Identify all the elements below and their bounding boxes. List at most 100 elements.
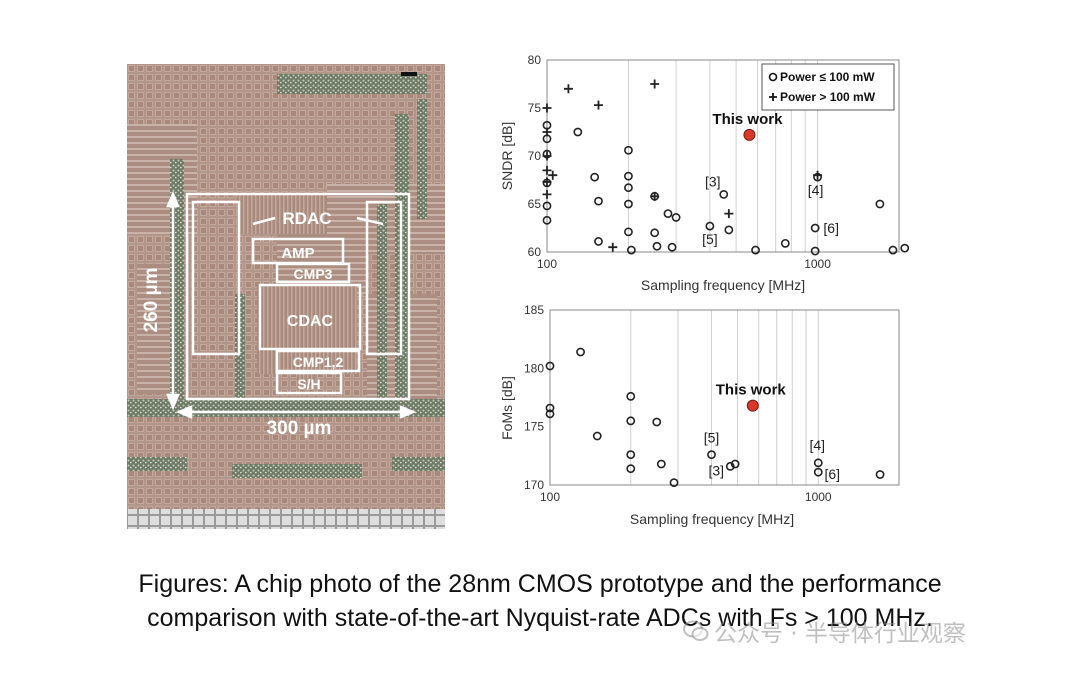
sndr-point-plus xyxy=(542,189,552,199)
foms-point-circle xyxy=(545,403,555,413)
sndr-point-circle xyxy=(705,221,715,231)
chip-height-label: 260 µm xyxy=(141,268,162,333)
chip-label-sh: S/H xyxy=(297,376,320,392)
sndr-point-circle xyxy=(751,245,760,255)
sndr-point-circle xyxy=(810,246,820,256)
sndr-point-circle xyxy=(724,225,734,235)
sndr-reference-label: [5] xyxy=(702,231,718,247)
sndr-reference-label: [4] xyxy=(808,182,824,198)
foms-point-circle xyxy=(576,347,585,357)
sndr-point-circle xyxy=(652,241,662,251)
figure-caption-line-1: Figures: A chip photo of the 28nm CMOS p… xyxy=(138,570,942,598)
sndr-this-work-marker xyxy=(743,128,756,141)
watermark-text: 公众号 · 半导体行业观察 xyxy=(714,621,966,647)
sndr-point-plus xyxy=(813,170,823,180)
foms-y-tick-label: 170 xyxy=(524,478,544,492)
sndr-point-circle xyxy=(888,245,898,255)
chip-label-rdac: RDAC xyxy=(282,209,331,228)
sndr-x-axis-label: Sampling frequency [MHz] xyxy=(641,277,805,293)
foms-y-tick-label: 180 xyxy=(524,361,544,375)
foms-y-tick-label: 175 xyxy=(524,420,544,434)
sndr-point-circle xyxy=(542,215,552,225)
chip-label-cmp3: CMP3 xyxy=(294,266,333,282)
foms-point-circle xyxy=(592,431,602,441)
sndr-point-circle xyxy=(594,196,603,206)
foms-point-circle xyxy=(730,459,740,469)
foms-this-work-marker xyxy=(746,399,759,412)
foms-point-circle xyxy=(652,417,662,427)
sndr-point-plus xyxy=(542,177,552,187)
foms-reference-label: [3] xyxy=(709,462,725,478)
wechat-icon xyxy=(683,620,709,641)
foms-point-circle xyxy=(813,458,823,468)
sndr-point-plus xyxy=(650,79,660,89)
legend-plus-marker xyxy=(769,93,777,101)
foms-point-circle xyxy=(626,391,636,401)
sndr-point-circle xyxy=(810,223,820,233)
sndr-point-plus xyxy=(542,127,552,137)
sndr-point-plus xyxy=(563,84,573,94)
foms-reference-label: [4] xyxy=(809,437,825,453)
foms-y-axis-label: FoMs [dB] xyxy=(499,376,515,440)
sndr-point-circle xyxy=(650,228,660,238)
sndr-point-circle xyxy=(663,209,673,218)
foms-y-tick-label: 185 xyxy=(524,303,544,317)
sndr-point-plus xyxy=(650,191,660,201)
foms-point-circle xyxy=(707,450,716,460)
sndr-point-circle xyxy=(573,127,583,137)
foms-point-circle xyxy=(669,478,679,488)
sndr-point-circle xyxy=(624,171,633,181)
sndr-y-tick-label: 60 xyxy=(528,245,542,259)
sndr-y-tick-label: 80 xyxy=(528,53,542,67)
sndr-point-circle xyxy=(624,145,633,155)
foms-point-circle xyxy=(626,416,636,426)
sndr-point-circle xyxy=(590,172,600,182)
sndr-this-work-label: This work xyxy=(712,111,783,128)
sndr-point-circle xyxy=(594,237,603,246)
sndr-y-axis-label: SNDR [dB] xyxy=(499,122,515,190)
sndr-legend: Power ≤ 100 mW Power > 100 mW xyxy=(761,63,895,111)
sndr-point-circle xyxy=(671,213,681,222)
foms-point-circle xyxy=(545,409,555,419)
foms-x-tick-label: 1000 xyxy=(805,490,832,504)
legend-entry-low-power: Power ≤ 100 mW xyxy=(780,70,875,84)
sndr-y-tick-label: 65 xyxy=(528,197,542,211)
sndr-y-tick-label: 75 xyxy=(528,101,542,115)
foms-point-circle xyxy=(626,450,636,460)
foms-x-tick-label: 100 xyxy=(540,490,560,504)
sndr-point-circle xyxy=(624,227,633,237)
legend-entry-high-power: Power > 100 mW xyxy=(780,90,876,104)
sndr-point-circle xyxy=(780,238,790,248)
sndr-point-plus xyxy=(593,100,603,110)
foms-reference-label: [6] xyxy=(824,466,840,482)
sndr-point-plus xyxy=(542,151,552,161)
foms-point-circle xyxy=(813,467,823,477)
sndr-reference-label: [3] xyxy=(705,173,721,189)
chip-width-label: 300 µm xyxy=(267,418,332,439)
sndr-point-circle xyxy=(624,199,633,209)
sndr-point-circle xyxy=(667,242,677,252)
foms-x-axis-label: Sampling frequency [MHz] xyxy=(630,511,794,527)
foms-this-work-label: This work xyxy=(716,382,787,399)
sndr-point-circle xyxy=(875,199,885,209)
foms-plot-frame xyxy=(549,309,900,486)
sndr-point-circle xyxy=(624,183,633,193)
sndr-x-tick-label: 100 xyxy=(537,257,557,271)
sndr-point-circle xyxy=(900,243,910,253)
foms-point-circle xyxy=(626,464,636,474)
sndr-point-plus xyxy=(724,209,734,219)
chip-label-cdac: CDAC xyxy=(287,313,334,330)
sndr-reference-label: [6] xyxy=(823,220,839,236)
sndr-y-tick-label: 70 xyxy=(528,149,542,163)
figure-caption-line-2: comparison with state-of-the-art Nyquist… xyxy=(147,604,933,632)
foms-point-circle xyxy=(875,470,885,479)
foms-grid xyxy=(630,310,900,485)
chip-label-amp: AMP xyxy=(281,245,314,262)
sndr-point-circle xyxy=(719,189,729,199)
chip-label-cmp12: CMP1,2 xyxy=(293,354,344,370)
sndr-point-circle xyxy=(542,201,552,211)
sndr-point-plus xyxy=(542,103,552,113)
sndr-point-plus xyxy=(542,165,552,175)
